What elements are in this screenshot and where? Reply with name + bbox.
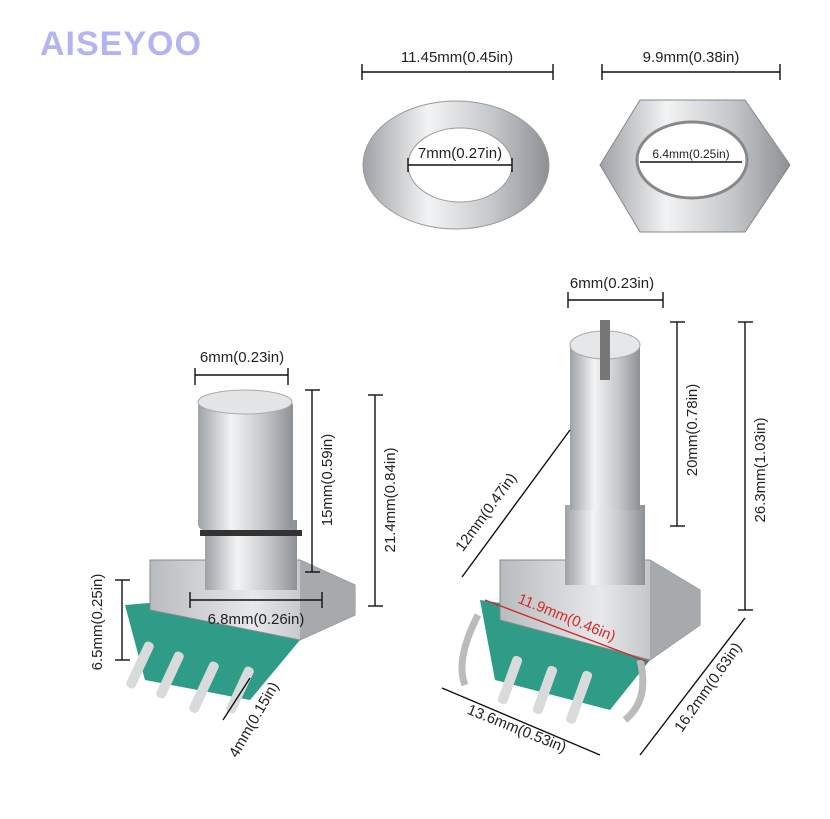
hex-nut (599, 99, 791, 233)
right-potentiometer (458, 320, 701, 724)
right-body-side-label: 16.2mm(0.63in) (671, 640, 745, 736)
left-shaft-width-label: 6mm(0.23in) (200, 349, 284, 366)
brand-logo: AISEYOO (40, 25, 202, 63)
washer-inner-label: 7mm(0.27in) (418, 145, 502, 162)
left-body-height-label: 6.5mm(0.25in) (89, 574, 106, 671)
right-shaft-length-label: 20mm(0.78in) (684, 384, 701, 477)
left-shaft-length-label: 15mm(0.59in) (319, 434, 336, 527)
left-potentiometer (125, 389, 356, 714)
right-body-depth-label: 13.6mm(0.53in) (465, 701, 569, 756)
washer-outer-label: 11.45mm(0.45in) (401, 49, 513, 66)
nut-outer-label: 9.9mm(0.38in) (643, 49, 740, 66)
left-total-height-label: 21.4mm(0.84in) (382, 447, 399, 552)
right-total-height-label: 26.3mm(1.03in) (752, 417, 769, 522)
right-shaft-width-label: 6mm(0.23in) (570, 275, 654, 292)
left-thread-width-label: 6.8mm(0.26in) (208, 611, 305, 628)
nut-inner-label: 6.4mm(0.25in) (652, 147, 729, 161)
